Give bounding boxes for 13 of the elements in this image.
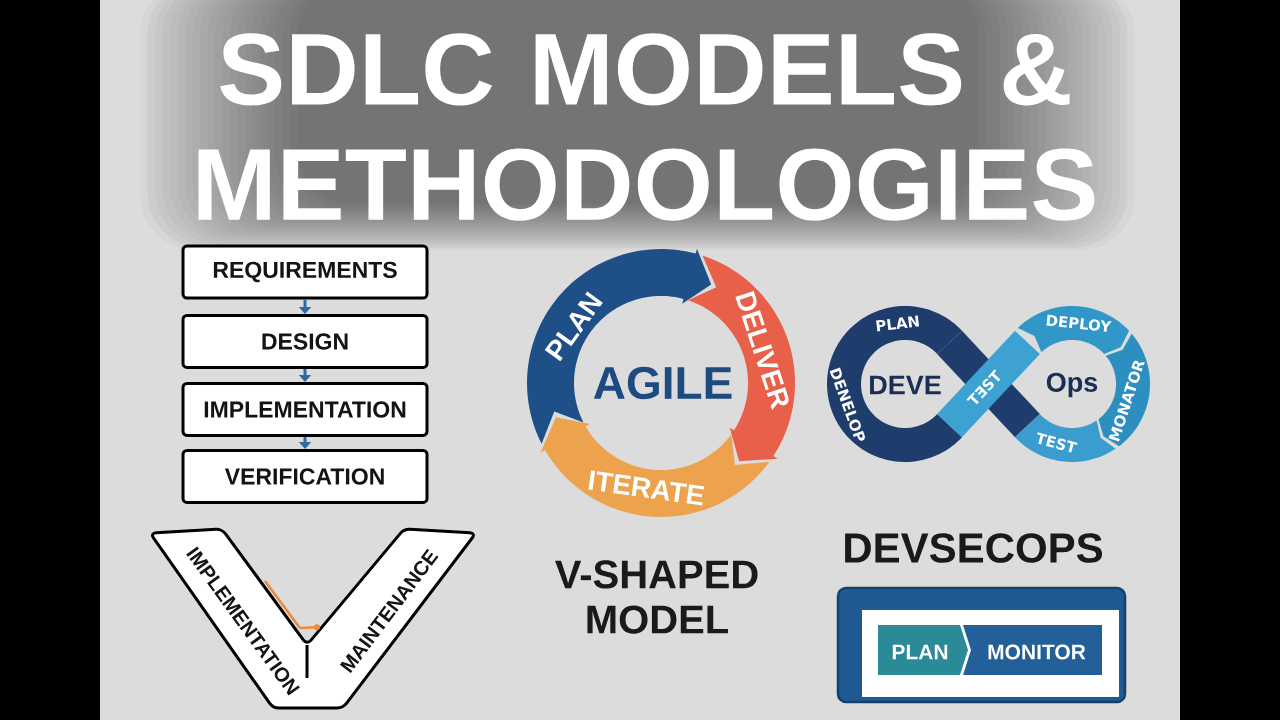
loop-label: DEVE [870,375,941,395]
ring-segment: ITERATE [540,417,770,517]
process-step: PLAN [878,625,968,675]
process-box: IMPLEMENTATION [181,382,429,437]
caption: V-SHAPED MODEL [555,560,758,634]
process-box: DESIGN [181,314,429,369]
process-box: VERIFICATION [181,449,429,504]
loop-segment: DEPLOY [1017,306,1130,354]
process-box: REQUIREMENTS [181,244,429,300]
process-step: MONITOR [963,625,1102,675]
heading: DEVSECOPS [845,533,1103,563]
loop-label: Ops [1046,372,1098,398]
title: SDLC MODELS & METHODOLOGIES [140,0,1135,250]
